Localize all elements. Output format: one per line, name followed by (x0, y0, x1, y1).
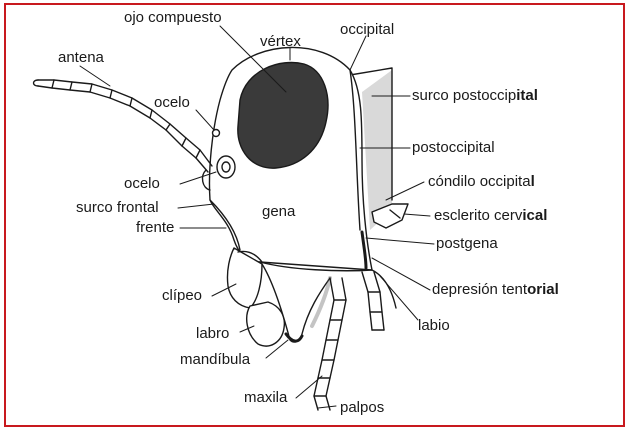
label-esclerito-cervical: esclerito cervical (434, 207, 547, 224)
antenna-segments (52, 80, 200, 158)
leader-depresion (372, 258, 430, 290)
label-depresion-tentorial: depresión tentorial (432, 281, 559, 298)
maxilla (314, 278, 346, 410)
ocellus-upper (213, 130, 220, 137)
label-surco-postoccipital: surco postoccipital (412, 87, 538, 104)
label-postoccipital: postoccipital (412, 139, 495, 156)
label-frente: frente (136, 219, 174, 236)
leader-postgena (366, 238, 434, 244)
label-labio: labio (418, 317, 450, 334)
leader-maxila (296, 376, 322, 398)
label-antena: antena (58, 49, 105, 66)
labrum (247, 302, 285, 346)
label-maxila: maxila (244, 389, 288, 406)
label-labro: labro (196, 325, 229, 342)
leader-ocelo-upper (196, 110, 214, 130)
label-ocelo-upper: ocelo (154, 94, 190, 111)
label-ocelo-lower: ocelo (124, 175, 160, 192)
leader-esclerito (404, 214, 430, 216)
label-occipital: occipital (340, 21, 394, 38)
label-palpos: palpos (340, 399, 384, 416)
leader-labio (380, 276, 418, 320)
label-postgena: postgena (436, 235, 498, 252)
label-ojo-compuesto: ojo compuesto (124, 9, 222, 26)
label-gena: gena (262, 203, 296, 220)
leader-palpos (318, 406, 336, 408)
label-surco-frontal: surco frontal (76, 199, 159, 216)
labial-palp (362, 272, 384, 330)
leader-surco-frontal (178, 204, 214, 208)
leader-occipital (350, 36, 366, 70)
label-mandibula: mandíbula (180, 351, 251, 368)
label-condilo-occipital: cóndilo occipital (428, 173, 535, 190)
label-clipeo: clípeo (162, 287, 202, 304)
label-vertex: vértex (260, 33, 301, 50)
